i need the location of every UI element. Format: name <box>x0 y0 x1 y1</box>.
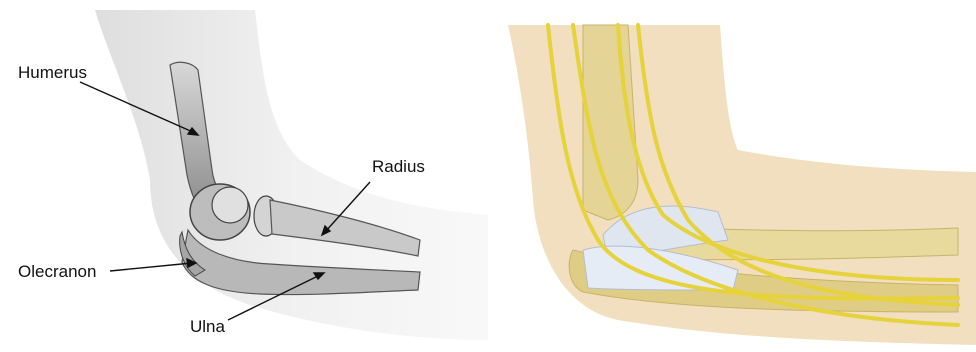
elbow-bones-drawing <box>0 0 488 352</box>
bone-anatomy-illustration: Humerus Radius Olecranon Ulna <box>0 0 488 352</box>
label-olecranon: Olecranon <box>18 263 96 280</box>
elbow-ligaments-nerves-drawing <box>488 0 976 352</box>
label-ulna: Ulna <box>190 318 225 335</box>
olecranon-leader-line <box>110 263 192 271</box>
capitulum <box>212 187 248 223</box>
ligament-nerve-illustration <box>488 0 976 352</box>
label-humerus: Humerus <box>18 64 87 81</box>
label-radius: Radius <box>372 158 425 175</box>
